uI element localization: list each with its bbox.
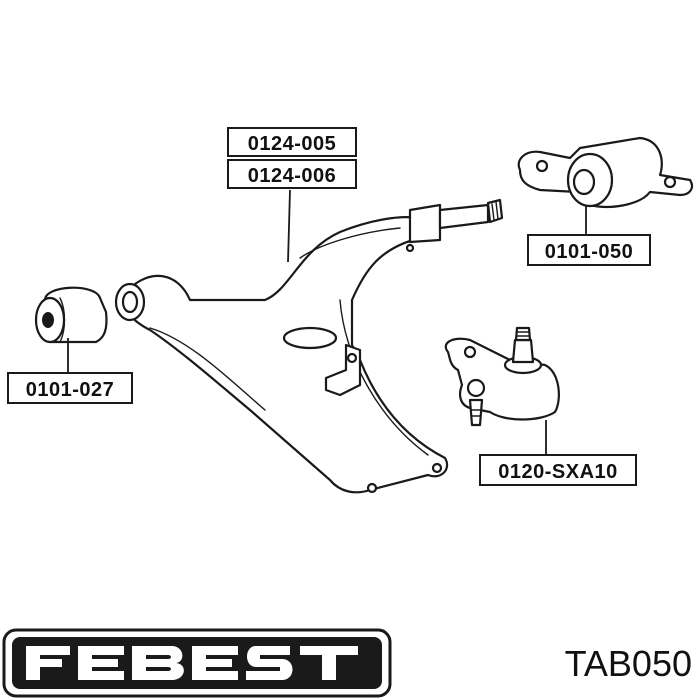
- rear-bushing-drawing: [517, 136, 694, 208]
- ball-joint-part-number: 0120-SXA10: [498, 461, 618, 483]
- part-code: TAB050: [565, 643, 692, 684]
- leader-lines: [67, 189, 587, 455]
- label-ball-joint: 0120-SXA10: [479, 454, 637, 486]
- arm-part-number-2: 0124-006: [248, 165, 337, 187]
- lower-control-arm: [114, 198, 504, 494]
- label-rear-bushing: 0101-050: [527, 234, 651, 266]
- arm-part-number-1: 0124-005: [248, 133, 337, 155]
- ball-joint-drawing: [444, 326, 560, 427]
- arm-opening: [282, 326, 338, 350]
- label-arm-part-2: 0124-006: [227, 159, 357, 189]
- front-bushing-part-number: 0101-027: [26, 379, 115, 401]
- rear-bushing-part-number: 0101-050: [545, 241, 634, 263]
- front-bushing-drawing: [34, 286, 108, 344]
- label-front-bushing: 0101-027: [7, 372, 133, 404]
- febest-logo: [2, 628, 392, 698]
- label-arm-part-1: 0124-005: [227, 127, 357, 157]
